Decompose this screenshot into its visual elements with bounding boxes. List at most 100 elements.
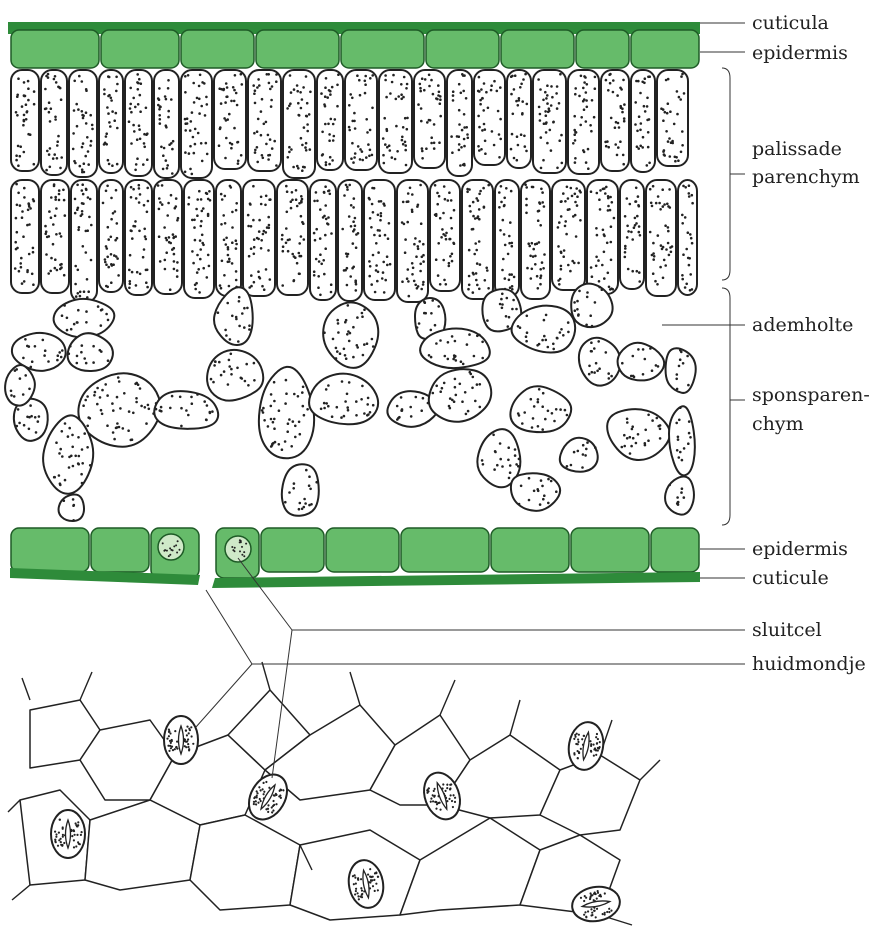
chloroplast [404, 251, 407, 254]
chloroplast [560, 251, 563, 254]
chloroplast [332, 338, 335, 341]
chloroplast [68, 427, 71, 430]
chloroplast [273, 418, 276, 421]
chloroplast [159, 201, 162, 204]
chloroplast [677, 436, 680, 439]
chloroplast [638, 280, 641, 283]
chloroplast [373, 234, 376, 237]
chloroplast [76, 834, 78, 836]
chloroplast [369, 129, 372, 132]
chloroplast [286, 190, 289, 193]
chloroplast [401, 280, 404, 283]
chloroplast [541, 428, 544, 431]
chloroplast [73, 846, 75, 848]
chloroplast [533, 405, 536, 408]
chloroplast [271, 443, 274, 446]
chloroplast [502, 258, 505, 261]
chloroplast [460, 146, 463, 149]
chloroplast [637, 433, 640, 436]
chloroplast [562, 255, 565, 258]
chloroplast [647, 439, 650, 442]
chloroplast [526, 315, 529, 318]
chloroplast [681, 144, 684, 147]
chloroplast [348, 184, 351, 187]
chloroplast [352, 230, 355, 233]
chloroplast [73, 829, 75, 831]
chloroplast [541, 261, 544, 264]
chloroplast [253, 362, 256, 365]
chloroplast [63, 499, 66, 502]
chloroplast [662, 246, 665, 249]
chloroplast [10, 394, 13, 397]
chloroplast [232, 86, 235, 89]
chloroplast [86, 136, 89, 139]
chloroplast [400, 396, 403, 399]
chloroplast [626, 437, 629, 440]
chloroplast [100, 350, 103, 353]
chloroplast [630, 231, 633, 234]
chloroplast [428, 119, 431, 122]
chloroplast [253, 253, 256, 256]
chloroplast [464, 391, 467, 394]
chloroplast [270, 393, 273, 396]
chloroplast [520, 83, 523, 86]
chloroplast [131, 271, 134, 274]
chloroplast [384, 143, 387, 146]
chloroplast [243, 551, 245, 553]
chloroplast [73, 839, 75, 841]
chloroplast [682, 253, 685, 256]
palisade-cell [338, 180, 362, 301]
chloroplast [376, 280, 379, 283]
chloroplast [21, 105, 24, 108]
chloroplast [185, 409, 188, 412]
chloroplast [419, 90, 422, 93]
chloroplast [631, 238, 634, 241]
chloroplast [679, 406, 682, 409]
chloroplast [56, 269, 59, 272]
chloroplast [531, 186, 534, 189]
chloroplast [324, 247, 327, 250]
chloroplast [481, 357, 484, 360]
chloroplast [402, 201, 405, 204]
chloroplast [582, 100, 585, 103]
chloroplast [325, 77, 328, 80]
palisade-cell [277, 180, 308, 295]
chloroplast [681, 214, 684, 217]
chloroplast [524, 183, 527, 186]
chloroplast [601, 264, 604, 267]
chloroplast [163, 147, 166, 150]
chloroplast [412, 267, 415, 270]
chloroplast [439, 115, 442, 118]
chloroplast [31, 273, 34, 276]
chloroplast [169, 288, 172, 291]
chloroplast [238, 325, 241, 328]
chloroplast [104, 258, 107, 261]
chloroplast [462, 74, 465, 77]
chloroplast [119, 407, 122, 410]
chloroplast [231, 226, 234, 229]
chloroplast [602, 229, 605, 232]
chloroplast [187, 738, 189, 740]
chloroplast [130, 142, 133, 145]
chloroplast [173, 260, 176, 263]
chloroplast [454, 355, 457, 358]
chloroplast [56, 144, 59, 147]
chloroplast [64, 214, 67, 217]
chloroplast [13, 395, 16, 398]
chloroplast [505, 315, 508, 318]
epidermis-cell [101, 30, 179, 68]
chloroplast [664, 264, 667, 267]
palisade-cell [678, 180, 697, 295]
epidermis-cell [91, 528, 149, 572]
chloroplast [143, 146, 146, 149]
chloroplast [688, 264, 691, 267]
chloroplast [613, 217, 616, 220]
epidermis-cell [576, 30, 629, 68]
chloroplast [59, 482, 62, 485]
spongy-cell [429, 369, 491, 422]
chloroplast [298, 242, 301, 245]
chloroplast [115, 112, 118, 115]
chloroplast [92, 345, 95, 348]
chloroplast [249, 202, 252, 205]
chloroplast [117, 376, 120, 379]
